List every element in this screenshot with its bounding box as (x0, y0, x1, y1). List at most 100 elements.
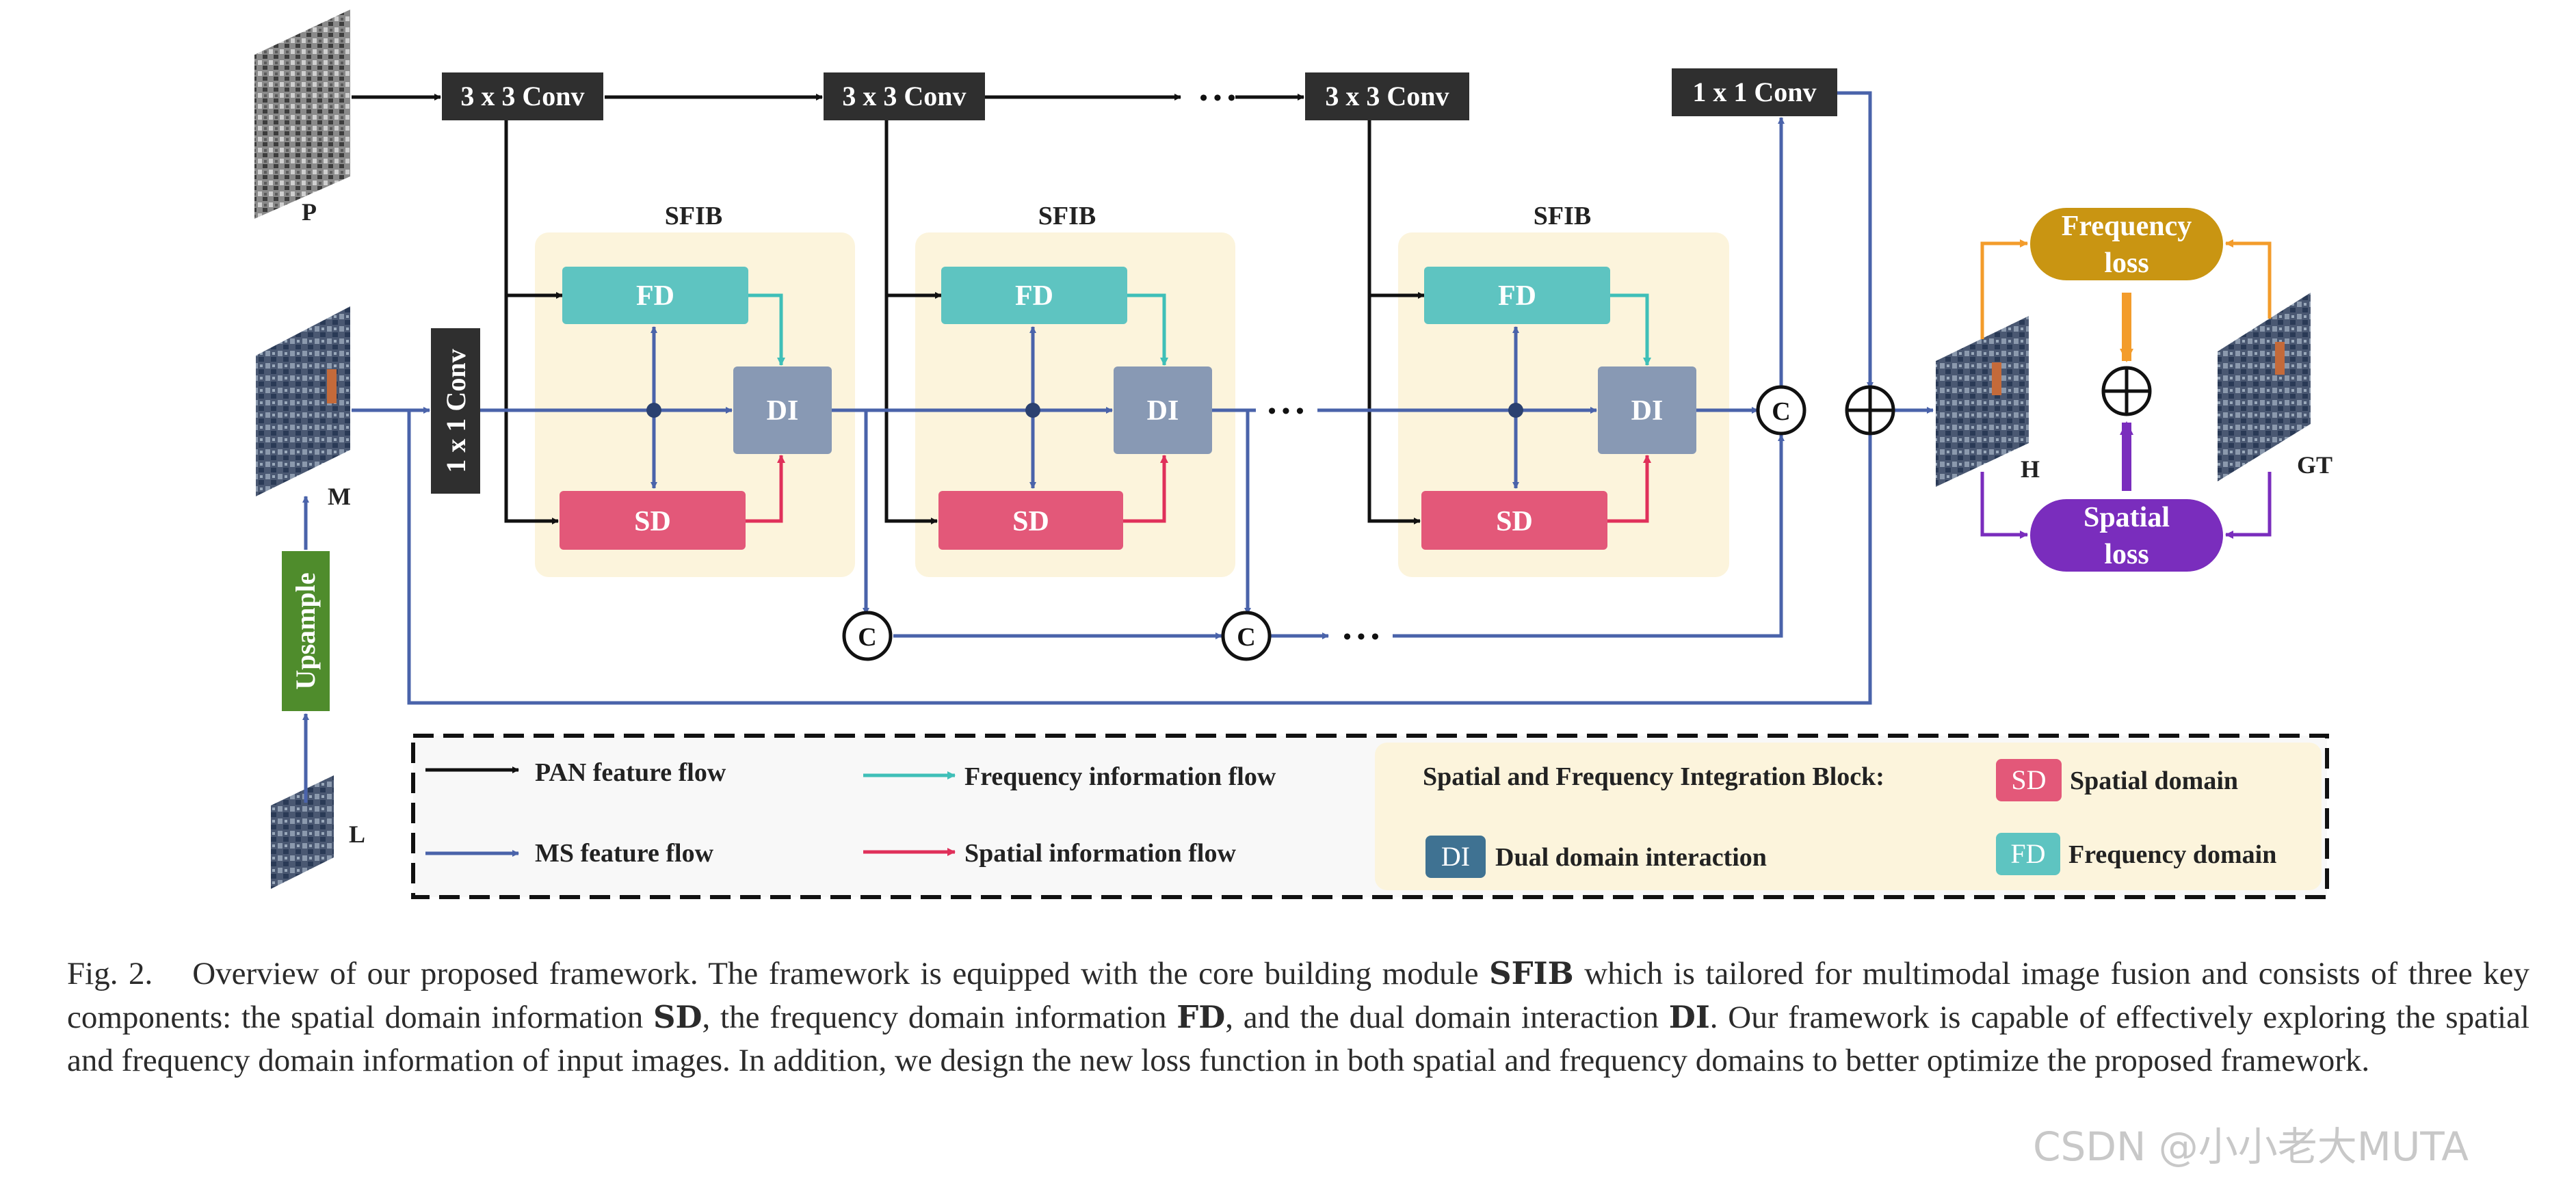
di-block-2 (1114, 366, 1212, 454)
sd-block-2 (938, 491, 1123, 550)
di-label-2: DI (1147, 395, 1179, 427)
caption-text-5: . Our framework is capable of effectivel… (67, 1000, 2529, 1078)
sd-block-1 (560, 491, 746, 550)
legend-fd-swatch (1996, 833, 2060, 875)
sd-label-2: SD (1012, 506, 1049, 537)
legend-sd-swatch (1996, 759, 2062, 801)
gt-image (2218, 293, 2311, 481)
legend-di-abbr: DI (1441, 841, 1470, 872)
di-label-1: DI (767, 395, 799, 427)
caption-text-1: Overview of our proposed framework. The … (192, 956, 1490, 991)
conv-3x3-2 (824, 72, 985, 120)
sd-label-3: SD (1496, 506, 1533, 537)
legend-freq-text: Frequency information flow (964, 762, 1276, 791)
concat-node-2: C (1221, 611, 1272, 661)
ms-image-highlight (327, 369, 337, 403)
spatial-loss-line1: Spatial (2084, 502, 2170, 533)
concat-label-2: C (1237, 623, 1255, 652)
conv-1x1-top-label: 1 x 1 Conv (1692, 77, 1816, 107)
junction-dot-2 (1025, 403, 1040, 418)
label-m: M (328, 483, 351, 510)
fd-label-1: FD (636, 280, 674, 312)
caption-sfib: SFIB (1489, 955, 1574, 991)
freq-flow-lines (748, 293, 1651, 366)
legend-di-text: Dual domain interaction (1495, 843, 1767, 872)
legend-pan-text: PAN feature flow (535, 758, 726, 787)
ms-ellipsis-2: • • • (1343, 624, 1380, 650)
spatial-loss-block (2030, 499, 2223, 572)
spatial-flow-lines (746, 455, 1651, 523)
legend-sd-abbr: SD (2011, 764, 2046, 795)
legend-sd-text: Spatial domain (2070, 766, 2238, 795)
sd-block-3 (1421, 491, 1607, 550)
conv-3x3-3-label: 3 x 3 Conv (1325, 81, 1449, 111)
upsample-label: Upsample (290, 572, 321, 689)
pan-flow-lines (352, 94, 1425, 524)
ms-image (256, 306, 350, 496)
loss-connectors-purple (1980, 472, 2272, 539)
conv-1x1-top (1672, 68, 1837, 116)
ms-ellipsis-1: • • • (1268, 399, 1304, 424)
sfib-title-3: SFIB (1534, 202, 1591, 230)
concat-label-3: C (1772, 397, 1790, 426)
caption-sd: SD (653, 999, 702, 1035)
legend-sfib-title: Spatial and Frequency Integration Block: (1423, 762, 1884, 791)
label-gt: GT (2297, 451, 2332, 479)
label-p: P (302, 198, 317, 226)
fd-block-2 (941, 267, 1127, 324)
caption-text-3: , the frequency domain information (702, 1000, 1177, 1035)
caption-fd: FD (1177, 999, 1226, 1035)
figure-caption: Fig. 2. Overview of our proposed framewor… (67, 952, 2529, 1082)
fd-label-3: FD (1498, 280, 1536, 312)
caption-fig-label: Fig. 2. (67, 956, 153, 991)
output-h-highlight (1992, 362, 2001, 395)
conv-3x3-1 (442, 72, 603, 120)
lrms-image (271, 775, 334, 889)
legend-di-swatch (1425, 836, 1486, 878)
concat-node-3: C (1756, 385, 1806, 436)
legend-fd-text: Frequency domain (2068, 840, 2276, 869)
caption-di: DI (1668, 999, 1710, 1035)
conv-3x3-3 (1305, 72, 1469, 120)
label-h: H (2021, 455, 2040, 483)
loss-add-node (2101, 366, 2152, 416)
caption-text-2: which is tailored for multimodal image f… (67, 956, 2530, 1035)
loss-connectors-orange (1980, 239, 2272, 339)
legend-ms-text: MS feature flow (535, 839, 714, 868)
add-node (1845, 385, 1895, 436)
sfib-title-1: SFIB (665, 202, 722, 230)
legend-sfib-bg (1375, 743, 2322, 890)
di-label-3: DI (1631, 395, 1664, 427)
concat-node-1: C (842, 611, 893, 661)
fd-block-1 (562, 267, 748, 324)
sd-label-1: SD (634, 506, 671, 537)
di-block-1 (733, 366, 832, 454)
conv-3x3-1-label: 3 x 3 Conv (460, 81, 584, 111)
fd-block-3 (1424, 267, 1610, 324)
conv-3x3-2-label: 3 x 3 Conv (842, 81, 966, 111)
junction-dot-1 (646, 403, 661, 418)
label-l: L (349, 821, 365, 848)
concat-label-1: C (858, 623, 876, 652)
pan-image (254, 10, 350, 219)
legend-spatial-text: Spatial information flow (964, 839, 1236, 868)
gt-highlight (2275, 342, 2285, 375)
framework-diagram: P M L H GT SFIB SFIB SFIB • • • 3 x 3 Co… (254, 10, 2332, 899)
junction-dot-3 (1508, 403, 1523, 418)
upsample-block (282, 551, 330, 711)
output-image-h (1936, 316, 2029, 487)
di-block-3 (1598, 366, 1696, 454)
conv-1x1-left-label: 1 x 1 Conv (441, 349, 471, 472)
sfib-title-2: SFIB (1038, 202, 1096, 230)
spatial-loss-line2: loss (2104, 539, 2148, 570)
ms-flow-lines (302, 91, 1934, 803)
freq-loss-line1: Frequency (2062, 211, 2192, 242)
pan-ellipsis: • • • (1200, 85, 1236, 111)
frequency-loss-block (2030, 208, 2223, 280)
freq-loss-line2: loss (2104, 248, 2148, 279)
conv-1x1-left (431, 328, 480, 494)
caption-text-4: , and the dual domain interaction (1225, 1000, 1669, 1035)
watermark: CSDN @小小老大MUTA (2033, 1123, 2469, 1170)
fd-label-2: FD (1015, 280, 1053, 312)
